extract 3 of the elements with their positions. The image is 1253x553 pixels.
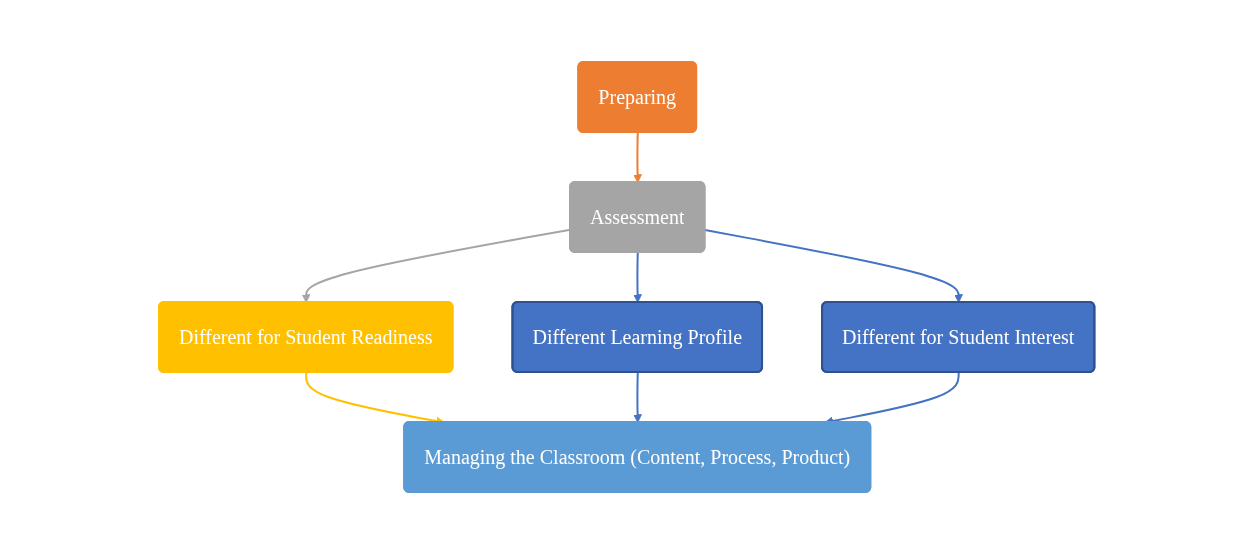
arrow [633, 371, 642, 423]
arrow [633, 131, 642, 183]
arrow [633, 251, 642, 303]
